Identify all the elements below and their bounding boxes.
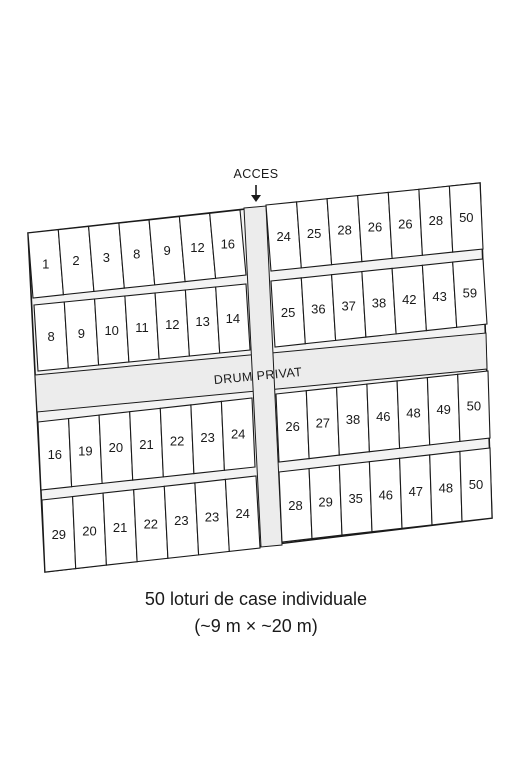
lot-number: 8 — [133, 247, 140, 262]
lot-number: 50 — [469, 477, 483, 492]
lot-number: 22 — [170, 433, 184, 448]
access-arrow-icon — [251, 185, 261, 202]
lot-row-top-right-row2: 25 36 37 38 42 43 59 — [270, 258, 488, 348]
lot-number: 24 — [231, 427, 245, 442]
lot-number: 21 — [139, 437, 153, 452]
lot-number: 42 — [402, 292, 416, 307]
lot-number: 12 — [165, 317, 179, 332]
lot-number: 20 — [82, 523, 96, 538]
lot-number: 14 — [226, 311, 240, 326]
lot-number: 25 — [281, 305, 295, 320]
lot-row-bottom-left-row1: 16 19 20 21 22 23 24 — [37, 397, 256, 491]
lot-number: 23 — [200, 430, 214, 445]
lot-row-bottom-right-row1: 26 27 38 46 48 49 50 — [275, 370, 491, 463]
lot-number: 48 — [406, 405, 420, 420]
lot-row-top-left-row2: 8 9 10 11 12 13 14 — [33, 283, 251, 372]
lot-number: 16 — [221, 237, 235, 252]
lot-row-top-right-row1: 24 25 28 26 26 28 50 — [265, 182, 484, 272]
lot[interactable] — [224, 475, 261, 553]
lot-number: 20 — [109, 440, 123, 455]
lot-number: 9 — [163, 243, 170, 258]
lot-number: 24 — [276, 229, 290, 244]
lot-number: 12 — [190, 240, 204, 255]
lot-number: 11 — [135, 320, 149, 335]
lot-number: 9 — [78, 326, 85, 341]
lot-number: 49 — [436, 402, 450, 417]
lot[interactable] — [459, 447, 493, 523]
caption: 50 loturi de case individuale (~9 m × ~2… — [0, 586, 512, 640]
lot-row-bottom-right-row2: 28 29 35 46 47 48 50 — [278, 447, 493, 543]
lot[interactable] — [209, 209, 247, 279]
lot-number: 50 — [467, 399, 481, 414]
lot[interactable] — [220, 397, 256, 471]
lot-number: 59 — [463, 286, 477, 301]
lot-number: 27 — [316, 416, 330, 431]
lot-number: 46 — [379, 488, 393, 503]
lot-number: 1 — [42, 256, 49, 271]
lot-number: 50 — [459, 210, 473, 225]
lot-number: 3 — [103, 250, 110, 265]
access-road — [243, 205, 283, 548]
lot-number: 2 — [72, 253, 79, 268]
lot-number: 26 — [368, 220, 382, 235]
lot-number: 16 — [48, 447, 62, 462]
lot-number: 25 — [307, 226, 321, 241]
lot-number: 28 — [337, 223, 351, 238]
lot-number: 35 — [348, 491, 362, 506]
lot-number: 47 — [409, 484, 423, 499]
lot-number: 22 — [144, 517, 158, 532]
lot[interactable] — [452, 258, 488, 328]
caption-dimensions: (~9 m × ~20 m) — [194, 616, 318, 636]
lot-number: 38 — [372, 295, 386, 310]
lot-number: 43 — [432, 289, 446, 304]
lot-number: 21 — [113, 520, 127, 535]
lot-number: 23 — [174, 513, 188, 528]
access-label: ACCES — [233, 167, 278, 181]
caption-title: 50 loturi de case individuale — [144, 589, 368, 609]
lot-number: 36 — [311, 302, 325, 317]
lot-number: 13 — [195, 314, 209, 329]
lot-number: 29 — [318, 494, 332, 509]
lot[interactable] — [457, 370, 491, 443]
lot-number: 24 — [235, 506, 249, 521]
lot[interactable] — [448, 182, 484, 253]
lot[interactable] — [215, 283, 251, 354]
lot-number: 28 — [288, 498, 302, 513]
lot-number: 8 — [47, 329, 54, 344]
lot-number: 26 — [285, 419, 299, 434]
lot-number: 19 — [78, 444, 92, 459]
lot-number: 48 — [439, 481, 453, 496]
lot-number: 23 — [205, 510, 219, 525]
lot-number: 38 — [346, 412, 360, 427]
lot-row-bottom-left-row2: 29 20 21 22 23 23 24 — [41, 475, 261, 573]
lot-number: 46 — [376, 409, 390, 424]
lot-number: 26 — [398, 216, 412, 231]
lot-number: 28 — [429, 213, 443, 228]
lot-number: 29 — [52, 527, 66, 542]
lot-number: 37 — [341, 299, 355, 314]
lot-number: 10 — [104, 323, 118, 338]
